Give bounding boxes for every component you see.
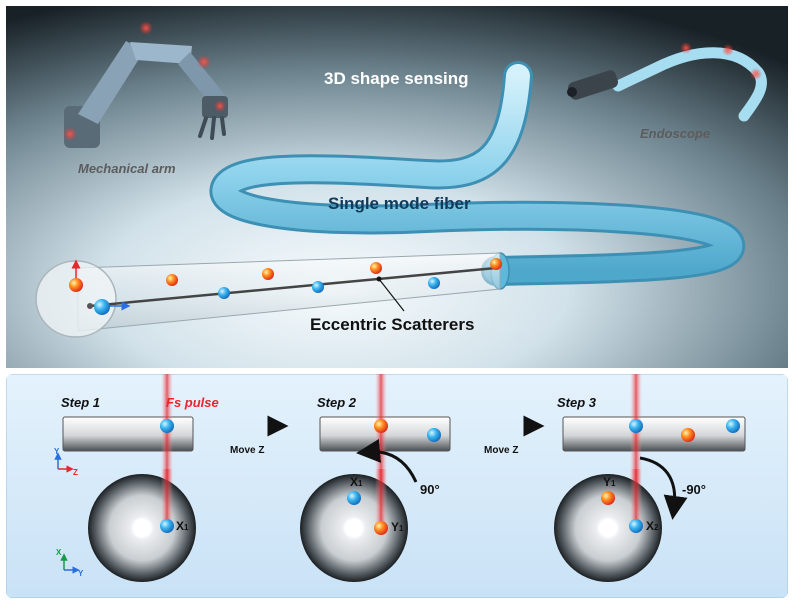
endoscope-illustration [567, 42, 767, 122]
scatterer-marker: Y1 [391, 520, 404, 534]
blue-scatterer [726, 419, 740, 433]
scatterer-pointer [378, 278, 405, 312]
fiber-cross-section-tube [35, 252, 502, 338]
red-scatterer [681, 428, 695, 442]
blue-scatterer [94, 299, 110, 315]
fiber-core [89, 266, 497, 308]
scatterer-marker: Y1 [603, 475, 616, 489]
blue-scatterer [160, 519, 174, 533]
fiber-side-view [562, 416, 746, 452]
move-z-label: Move Z [230, 445, 265, 456]
rotation-arrow [356, 438, 418, 483]
endoscope-label: Endoscope [640, 126, 711, 141]
shape-sensing-panel: 3D shape sensing Single mode fiber Eccen… [6, 6, 788, 368]
axes-side-view [54, 452, 74, 473]
red-scatterer [601, 491, 615, 505]
scatterer-marker: X1 [350, 475, 363, 489]
axis-label: X [56, 548, 62, 557]
blue-scatterer [347, 491, 361, 505]
axis-label: Z [73, 468, 78, 477]
axis-label: Y [54, 447, 60, 456]
sensing-title: 3D shape sensing [324, 69, 469, 88]
step-2-label: Step 2 [317, 395, 357, 410]
red-scatterer [69, 278, 83, 292]
rotation-steps-illustration [6, 374, 788, 598]
step-3-label: Step 3 [557, 395, 597, 410]
step-3-diagram [554, 374, 746, 582]
move-z-label: Move Z [484, 445, 519, 456]
step-1-diagram [62, 374, 196, 582]
scatterer-marker: X2 [646, 519, 659, 533]
axes-cross-section [60, 553, 80, 574]
blue-scatterer [629, 519, 643, 533]
blue-scatterer [218, 287, 230, 299]
axis-label: Y [78, 569, 84, 578]
blue-scatterer [312, 281, 324, 293]
scatterer-marker: X1 [176, 519, 189, 533]
fiber-label: Single mode fiber [328, 194, 471, 213]
rotation-arrow [639, 456, 688, 520]
fs-pulse-label: Fs pulse [166, 395, 219, 410]
step-1-label: Step 1 [61, 395, 101, 410]
mechanical-arm-label: Mechanical arm [78, 161, 176, 176]
red-scatterer [166, 274, 178, 286]
blue-scatterer [427, 428, 441, 442]
blue-scatterer [428, 277, 440, 289]
blue-scatterer [160, 419, 174, 433]
mechanical-arm-illustration [63, 21, 228, 148]
scatterers-label: Eccentric Scatterers [310, 315, 475, 334]
shape-sensing-illustration [6, 6, 788, 368]
red-scatterer [374, 521, 388, 535]
step-2-diagram [300, 374, 451, 582]
red-scatterer [370, 262, 382, 274]
rotation-angle-label: 90° [420, 482, 440, 497]
rotation-angle-label: -90° [682, 482, 706, 497]
red-scatterer [490, 258, 502, 270]
fiber-side-view [62, 416, 194, 452]
red-scatterer [374, 419, 388, 433]
blue-scatterer [629, 419, 643, 433]
red-scatterer [262, 268, 274, 280]
rotation-steps-panel: Step 1 Fs pulse Step 2 Step 3 Move Z Mov… [6, 374, 788, 598]
